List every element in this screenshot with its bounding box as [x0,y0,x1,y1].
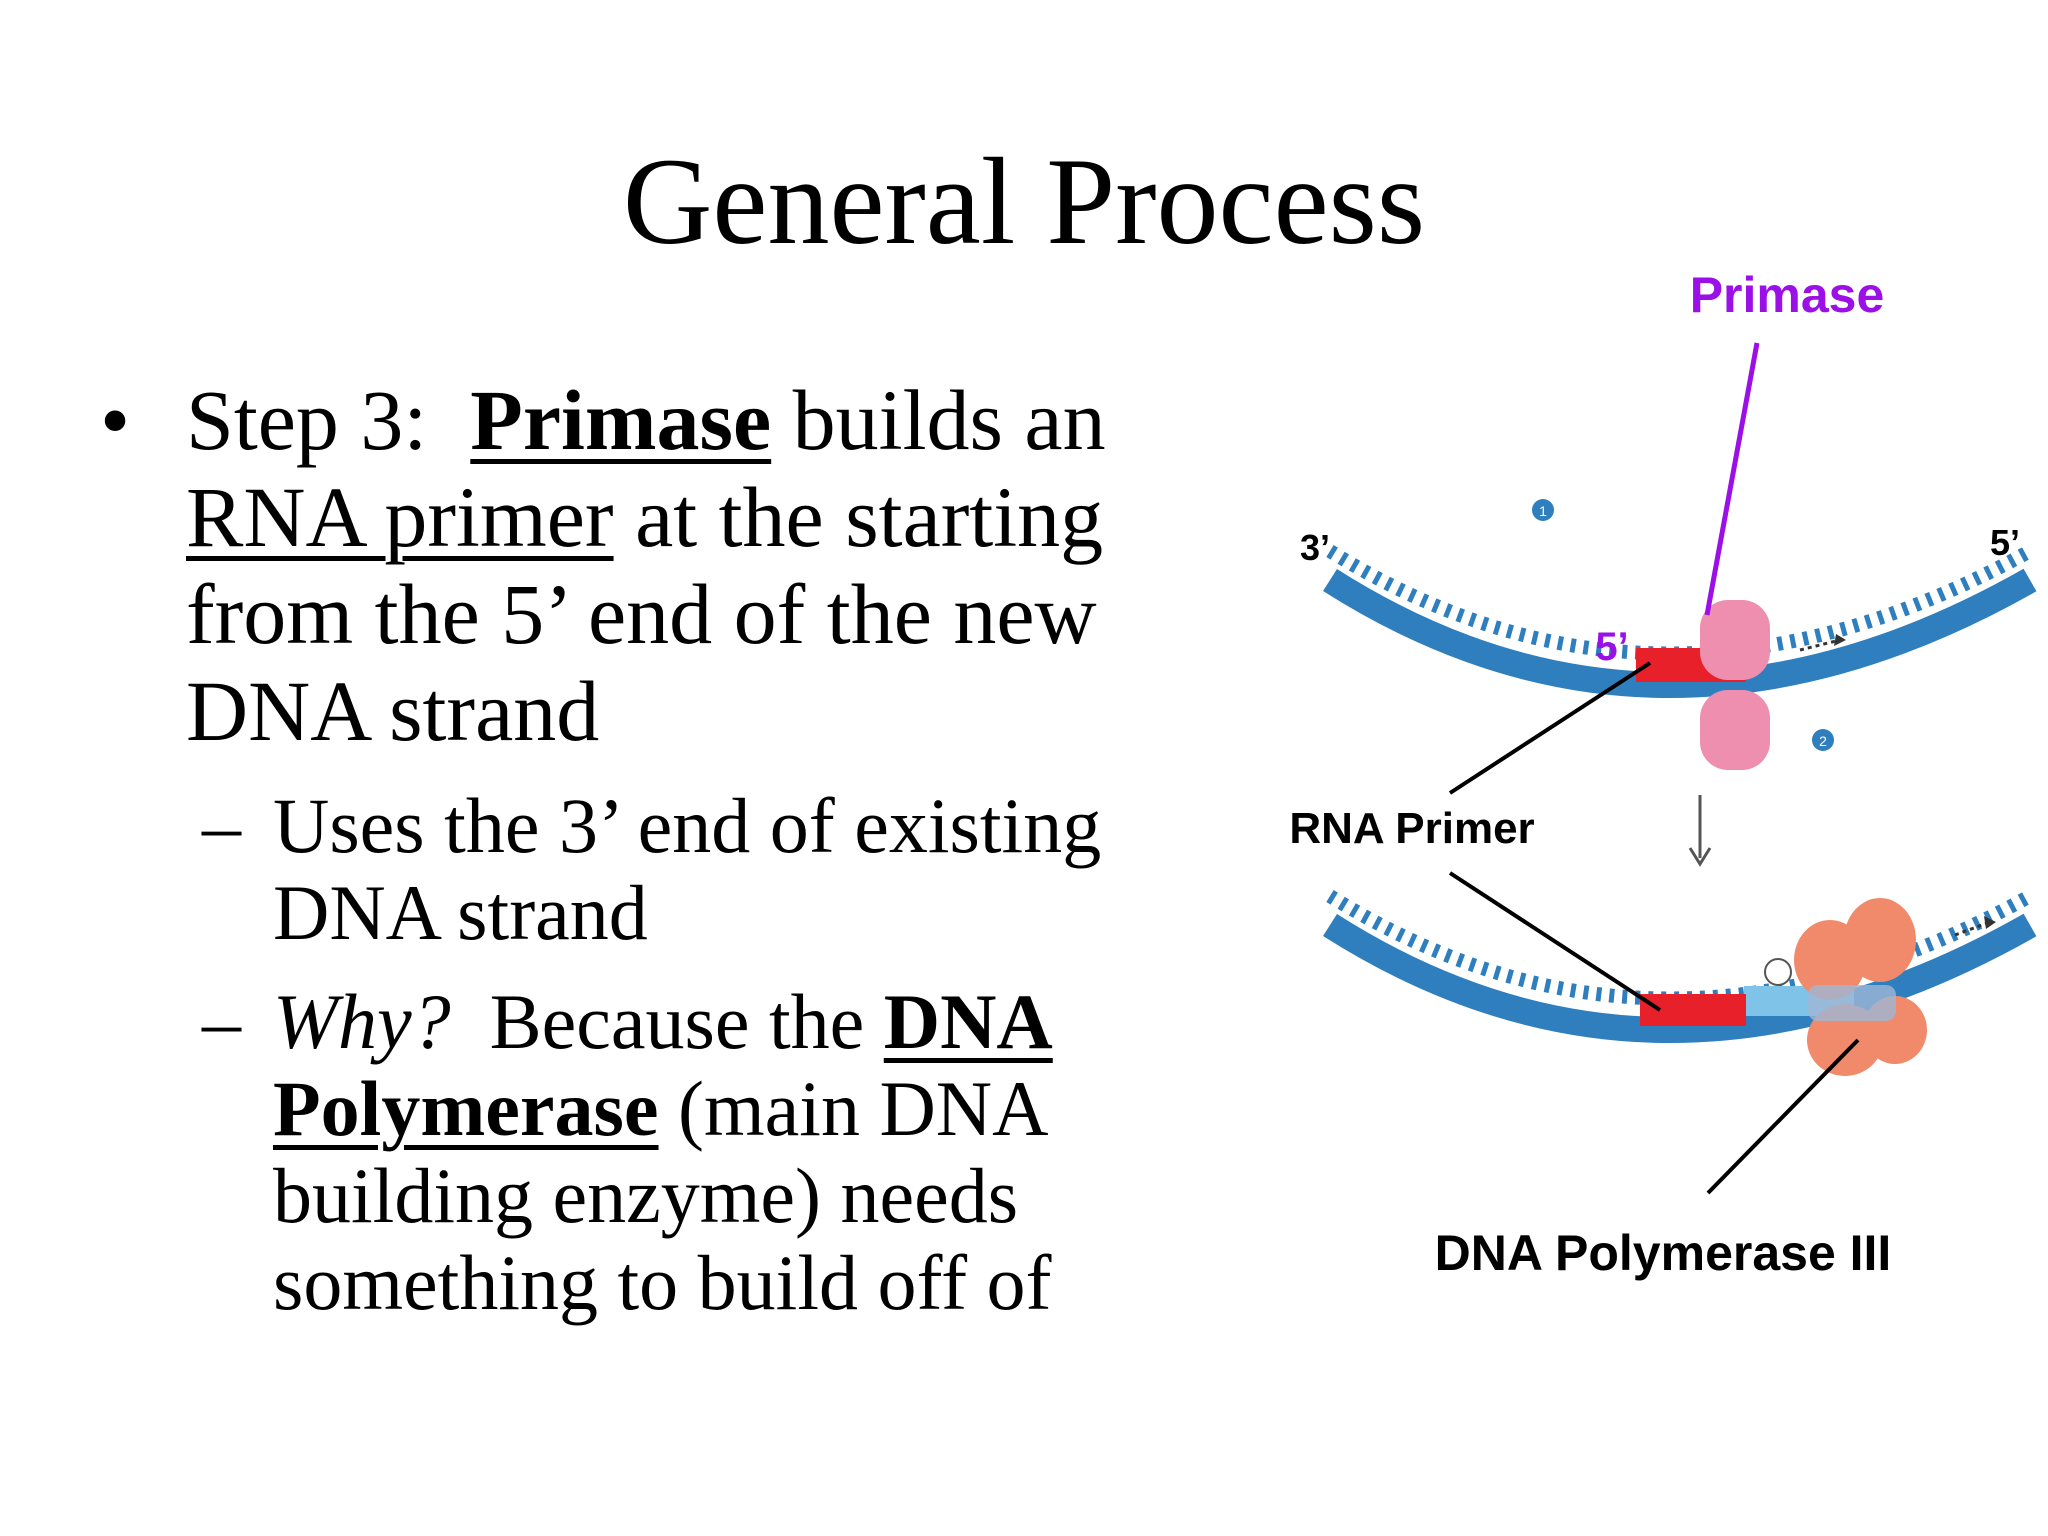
step-1-marker: 1 [1532,499,1554,521]
dna-polymerase-iii-enzyme [1794,898,1927,1076]
rna-primer-leader-top [1448,661,1652,795]
bullet-list: • Step 3: Primase builds an RNA primer a… [100,372,1200,1326]
rna-primer-leader-bottom [1448,871,1662,1012]
term-primase: Primase [470,372,772,468]
primase-label: Primase [1690,267,1885,323]
svg-text:1: 1 [1539,503,1547,519]
sub-bullet-text: Uses the 3’ end of existing DNA strand [273,782,1102,956]
bottom-dna-strand [1323,889,2037,1066]
sub-bullet-why: – Why? Because the DNA Polymerase (main … [100,978,1200,1326]
sub-bullet-uses-3-end: – Uses the 3’ end of existing DNA strand [100,782,1200,956]
svg-text:2: 2 [1819,733,1827,749]
nucleotide [1764,958,1792,986]
sub-bullet-marker: – [202,782,241,869]
bullet-rest: at the starting from the 5’ end of the n… [186,469,1104,759]
because-text: Because the [489,978,865,1065]
five-prime-primer-label: 5’ [1595,625,1628,669]
polymerase-leader-line [1706,1038,1860,1195]
three-prime-label: 3’ [1300,527,1330,568]
down-arrow [1688,795,1712,867]
slide-title: General Process [622,133,1426,270]
bullet-marker: • [100,372,131,468]
arrowhead-bottom [1984,916,1996,929]
dna-replication-diagram: 1 2 Primase 3’ 5’ 5’ RNA Primer DNA Poly… [1289,267,2037,1281]
primase-leader-line [1704,342,1760,616]
direction-arrow-bottom [1954,920,1991,937]
primase-enzyme [1700,600,1770,770]
why-question: Why? [273,978,451,1065]
rna-primer-bottom [1640,994,1746,1026]
five-prime-right-label: 5’ [1990,522,2020,563]
direction-arrow-top [1799,638,1841,652]
bullet-prefix: Step 3: [186,372,428,468]
sub-bullet-rest: (main DNA building enzyme) needs somethi… [273,1065,1052,1326]
step-2-marker: 2 [1812,729,1834,751]
arrowhead-top [1834,634,1846,646]
term-dna-polymerase: DNA Polymerase [273,978,1053,1152]
bullet-step-3: • Step 3: Primase builds an RNA primer a… [100,372,1200,760]
top-dna-strand [1323,544,2037,721]
term-rna-primer: RNA primer [186,469,614,565]
dna-polymerase-iii-label: DNA Polymerase III [1435,1225,1892,1281]
bullet-mid: builds an [792,372,1106,468]
sub-bullet-marker: – [202,978,241,1065]
rna-primer-label: RNA Primer [1289,804,1534,853]
